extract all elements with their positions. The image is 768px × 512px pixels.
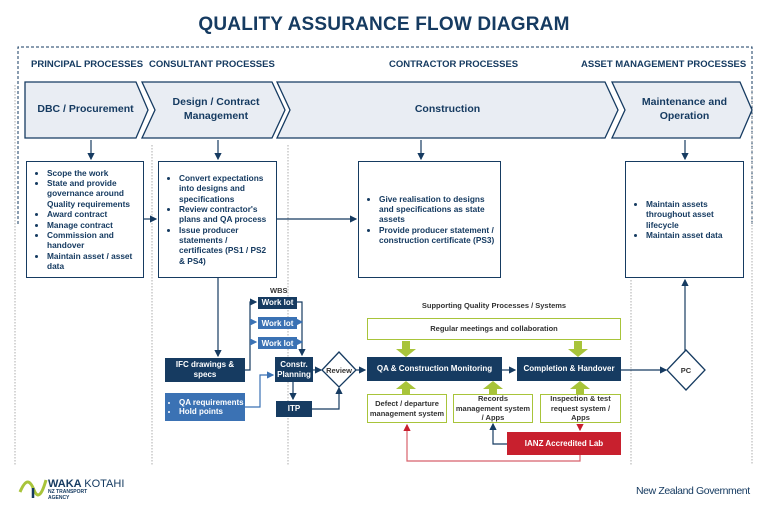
list-item: Commission and handover <box>47 230 139 251</box>
waka-kotahi-logo-mark <box>18 479 48 498</box>
list-item: Convert expectations into designs and sp… <box>179 173 272 204</box>
section-principal: PRINCIPAL PROCESSES <box>31 59 144 70</box>
list-item: QA requirements <box>179 398 244 407</box>
pc-diamond <box>666 349 706 391</box>
work-lot-3: Work lot <box>258 337 297 349</box>
list-item: Maintain asset / asset data <box>47 251 139 272</box>
list-item: Award contract <box>47 209 139 219</box>
phase-design: Design / Contract Management <box>172 96 260 122</box>
supporting-label: Supporting Quality Processes / Systems <box>421 301 567 310</box>
contractor-box: Give realisation to designs and specific… <box>358 161 501 278</box>
list-item: Manage contract <box>47 220 139 230</box>
list-item: Provide producer statement / constructio… <box>379 225 496 246</box>
qa-monitoring-box: QA & Construction Monitoring <box>367 357 502 381</box>
principal-box: Scope the workState and provide governan… <box>26 161 144 278</box>
page-title: QUALITY ASSURANCE FLOW DIAGRAM <box>198 14 570 35</box>
review-diamond <box>321 351 357 388</box>
itp-box: ITP <box>276 401 312 417</box>
phase-procurement: DBC / Procurement <box>37 103 134 116</box>
work-lot-2: Work lot <box>258 317 297 329</box>
section-contractor: CONTRACTOR PROCESSES <box>389 59 519 70</box>
phase-chevrons <box>24 81 753 139</box>
review-label: Review <box>326 365 352 375</box>
wbs-label: WBS <box>270 286 288 295</box>
pc-label: PC <box>680 365 692 375</box>
phase-construction: Construction <box>414 103 481 116</box>
nz-government-logo: New Zealand Government <box>636 485 750 497</box>
list-item: Issue producer statements / certificates… <box>179 225 272 266</box>
section-consultant: CONSULTANT PROCESSES <box>149 59 275 70</box>
work-lot-1: Work lot <box>258 297 297 309</box>
meetings-box: Regular meetings and collaboration <box>367 318 621 340</box>
green-arrows <box>396 341 590 394</box>
asset-box: Maintain assets throughout asset lifecyc… <box>625 161 744 278</box>
inspection-system-box: Inspection & test request system / Apps <box>540 394 621 423</box>
list-item: Maintain asset data <box>646 230 739 240</box>
defect-system-box: Defect / departure management system <box>367 394 447 423</box>
list-item: Maintain assets throughout asset lifecyc… <box>646 199 739 230</box>
ifc-drawings-box: IFC drawings & specs <box>165 358 245 382</box>
consultant-box: Convert expectations into designs and sp… <box>158 161 277 278</box>
ianz-lab-box: IANZ Accredited Lab <box>507 432 621 455</box>
list-item: State and provide governance around Qual… <box>47 178 139 209</box>
constr-planning-box: Constr. Planning <box>275 357 313 382</box>
phase-maintenance: Maintenance and Operation <box>641 96 728 122</box>
list-item: Give realisation to designs and specific… <box>379 194 496 225</box>
list-item: Scope the work <box>47 168 139 178</box>
section-asset-management: ASSET MANAGEMENT PROCESSES <box>581 59 747 70</box>
list-item: Review contractor's plans and QA process <box>179 204 272 225</box>
list-item: Hold points <box>179 407 244 416</box>
records-system-box: Records management system / Apps <box>453 394 533 423</box>
qa-requirements-box: QA requirementsHold points <box>165 393 245 421</box>
completion-box: Completion & Handover <box>517 357 621 381</box>
